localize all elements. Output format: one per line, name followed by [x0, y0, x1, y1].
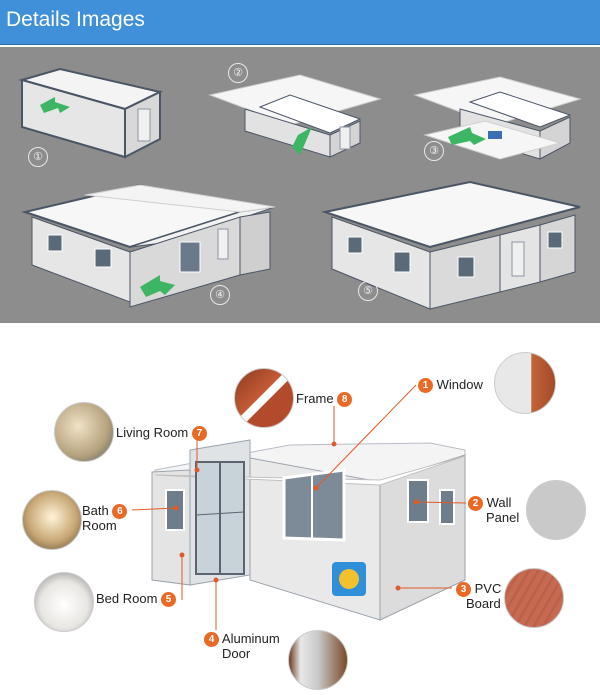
living-room-thumbnail [54, 402, 114, 462]
house-parts-diagram: 1 Window 2 Wall Panel 3 PVC Board 4 Alum… [0, 330, 600, 695]
house-illustration [131, 384, 467, 630]
frame-thumbnail [234, 368, 294, 428]
section-header: Details Images [0, 0, 600, 45]
part-number-4: 4 [204, 632, 219, 648]
bath-room-thumbnail [22, 490, 82, 550]
step-number-4: ④ [210, 285, 230, 305]
step-2-roof-unfold [208, 74, 382, 158]
part-label-frame: Frame 8 [296, 392, 353, 408]
step-number-3: ③ [424, 141, 444, 161]
step-1-folded-container [18, 67, 163, 159]
bed-room-thumbnail [34, 572, 94, 632]
part-number-6: 6 [112, 504, 128, 520]
assembly-steps-illustration [18, 67, 582, 310]
part-number-5: 5 [161, 592, 177, 608]
window-thumbnail [494, 352, 556, 414]
part-label-wall-panel: 2 Wall Panel [468, 496, 519, 525]
step-5-finished-house [321, 180, 581, 310]
part-number-2: 2 [468, 496, 483, 512]
step-number-1: ① [28, 147, 48, 167]
part-label-aluminum-door: 4 Aluminum Door [204, 632, 280, 661]
part-label-window: 1 Window [418, 378, 483, 394]
part-number-7: 7 [191, 426, 207, 442]
part-number-8: 8 [337, 392, 353, 408]
aluminum-door-thumbnail [288, 630, 348, 690]
part-label-living-room: Living Room 7 [116, 426, 207, 442]
assembly-steps-panel: ① ② ③ ④ ⑤ [0, 47, 600, 323]
step-3-floor-unfold [413, 76, 582, 160]
part-number-3: 3 [456, 582, 471, 598]
step-4-wall-unfold [21, 183, 276, 308]
step-number-5: ⑤ [358, 281, 378, 301]
step-number-2: ② [228, 63, 248, 83]
pvc-board-thumbnail [504, 568, 564, 628]
part-label-bed-room: Bed Room 5 [96, 592, 177, 608]
section-title: Details Images [6, 8, 145, 31]
wall-panel-thumbnail [526, 480, 586, 540]
part-label-pvc-board: 3 PVC Board [456, 582, 501, 611]
part-label-bath-room: Bath 6 Room [82, 504, 128, 533]
part-number-1: 1 [418, 378, 433, 394]
